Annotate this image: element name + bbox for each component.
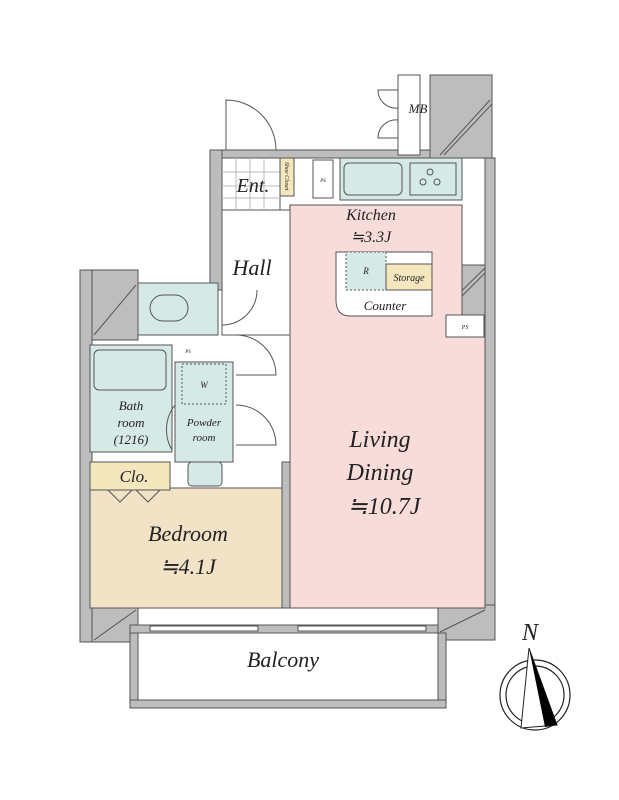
mb-label: MB — [408, 101, 428, 116]
refrigerator-label: R — [362, 266, 369, 276]
ps-box — [445, 314, 485, 338]
bedroom-area — [89, 487, 283, 609]
entrance-door — [225, 99, 277, 151]
dining-label: Dining — [346, 460, 414, 486]
bath-label: Bath — [119, 398, 144, 413]
powder-label: Powder — [186, 417, 222, 429]
shoe-closet — [279, 157, 295, 197]
powder-room — [174, 361, 234, 463]
bath-size: (1216) — [114, 432, 149, 447]
refrigerator-space — [345, 251, 387, 291]
bathtub-icon — [93, 349, 167, 391]
bedroom-window[interactable] — [149, 625, 259, 632]
compass-north-label: N — [521, 620, 540, 646]
counter-label: Counter — [364, 298, 408, 313]
stove-icon — [409, 162, 457, 196]
living-area: ≒10.7J — [348, 494, 422, 520]
washer-space — [181, 363, 227, 405]
kitchen-label: Kitchen — [345, 207, 396, 224]
entrance-tiles — [221, 157, 281, 211]
walls — [79, 74, 496, 709]
shoe-closet-label: Shoe Closet — [283, 162, 289, 191]
ps-label: PS — [319, 179, 326, 184]
sink-icon — [343, 162, 403, 196]
storage — [385, 263, 433, 291]
bedroom-area-label: ≒4.1J — [160, 554, 217, 579]
washer-label: W — [200, 380, 209, 390]
living-label: Living — [348, 427, 410, 453]
bath-room — [89, 344, 173, 453]
washbasin-icon — [187, 461, 223, 487]
living-window[interactable] — [297, 625, 427, 632]
north-compass-icon: N — [499, 620, 571, 731]
closet — [89, 461, 171, 491]
bath-label-2: room — [118, 415, 145, 430]
powder-label-2: room — [193, 432, 216, 444]
ps-shaft — [312, 159, 334, 199]
ps-label-2: PS — [461, 325, 469, 331]
closet-label: Clo. — [120, 467, 149, 486]
entrance-label: Ent. — [236, 175, 270, 197]
toilet-icon — [149, 294, 189, 322]
hall-area — [221, 209, 291, 336]
kitchen-area: ≒3.3J — [351, 229, 392, 246]
mb-closet — [397, 74, 421, 156]
hall-label: Hall — [231, 255, 271, 280]
balcony-area — [137, 632, 439, 701]
balcony-label: Balcony — [247, 647, 319, 672]
bedroom-label: Bedroom — [148, 521, 228, 546]
toilet-room — [137, 282, 219, 336]
storage-label: Storage — [393, 273, 425, 284]
ps-label-3: PS — [184, 350, 191, 355]
